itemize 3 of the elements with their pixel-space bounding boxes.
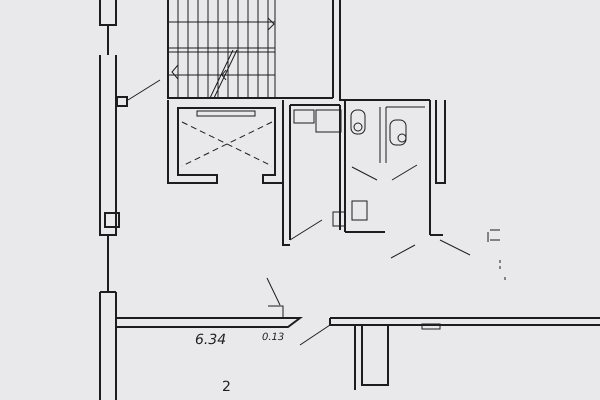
- room-number: 2: [222, 380, 231, 394]
- area-value: 6.34: [195, 333, 226, 347]
- dimension-value: 0.13: [262, 333, 284, 343]
